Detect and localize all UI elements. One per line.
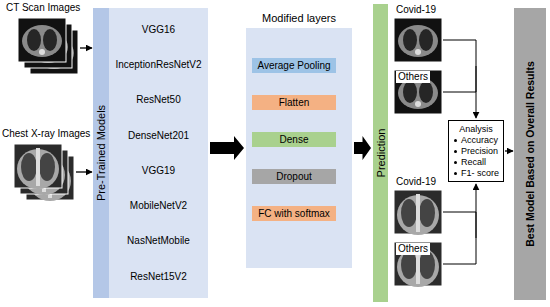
node-text: Accuracy [453,135,499,146]
node-text: VGG16 [142,24,175,36]
node-text: Analysis [453,124,499,135]
xray-image [14,144,62,189]
node-text: Best Model Based on Overall Results [524,61,536,247]
block-arrow [210,136,244,160]
node-text: NasNetMobile [127,235,190,247]
bracket [443,40,476,92]
image-label: Chest X-ray Images [2,128,90,140]
model-list: VGG16InceptionResNetV2ResNet50DenseNet20… [109,8,208,298]
node-text: Recall [453,157,499,168]
image-label: Covid-19 [396,4,436,16]
flow-arrow [505,150,513,151]
ct-image [18,18,66,62]
model-band: Pre-Trained Models [93,8,109,298]
node-text: Dropout [276,171,312,183]
analysis-box: AnalysisAccuracyPrecisionRecallF1- score [448,120,504,182]
node-text: DenseNet201 [128,130,189,142]
node-text: FC with softmax [258,208,330,220]
bracket [443,212,476,264]
block-arrow [354,136,371,160]
node-text: ResNet15V2 [130,271,187,283]
layer-box: FC with softmax [252,206,336,221]
node-text: Prediction [375,129,387,178]
node-text: Average Pooling [257,60,330,72]
xray-image [394,190,442,235]
node-text: MobileNetV2 [130,200,187,212]
node-text: InceptionResNetV2 [115,59,201,71]
image-label: Others [396,71,430,83]
node-text: Dense [280,134,309,146]
input-arrow [76,171,92,172]
bracket-arrow [476,66,477,118]
input-arrow [80,47,92,48]
layer-box: Average Pooling [252,58,336,73]
node-text: Flatten [279,97,310,109]
result-band: Best Model Based on Overall Results [514,8,546,300]
node-text: Modified layers [246,12,352,25]
layer-box: Dense [252,132,336,147]
image-label: CT Scan Images [6,2,80,14]
layer-box: Flatten [252,95,336,110]
xray-image [394,242,442,287]
node-text: Pre-Trained Models [95,105,107,201]
bracket-arrow [476,184,477,238]
ct-image [394,70,442,114]
prediction-band: Prediction [373,4,388,302]
node-text: F1- score [453,168,499,179]
node-text: Precision [453,146,499,157]
node-text: ResNet50 [136,94,180,106]
layer-group: Modified layersAverage PoolingFlattenDen… [246,28,352,268]
ct-image [394,18,442,62]
image-label: Covid-19 [396,176,436,188]
image-label: Others [396,243,430,255]
layer-box: Dropout [252,169,336,184]
node-text: VGG19 [142,165,175,177]
